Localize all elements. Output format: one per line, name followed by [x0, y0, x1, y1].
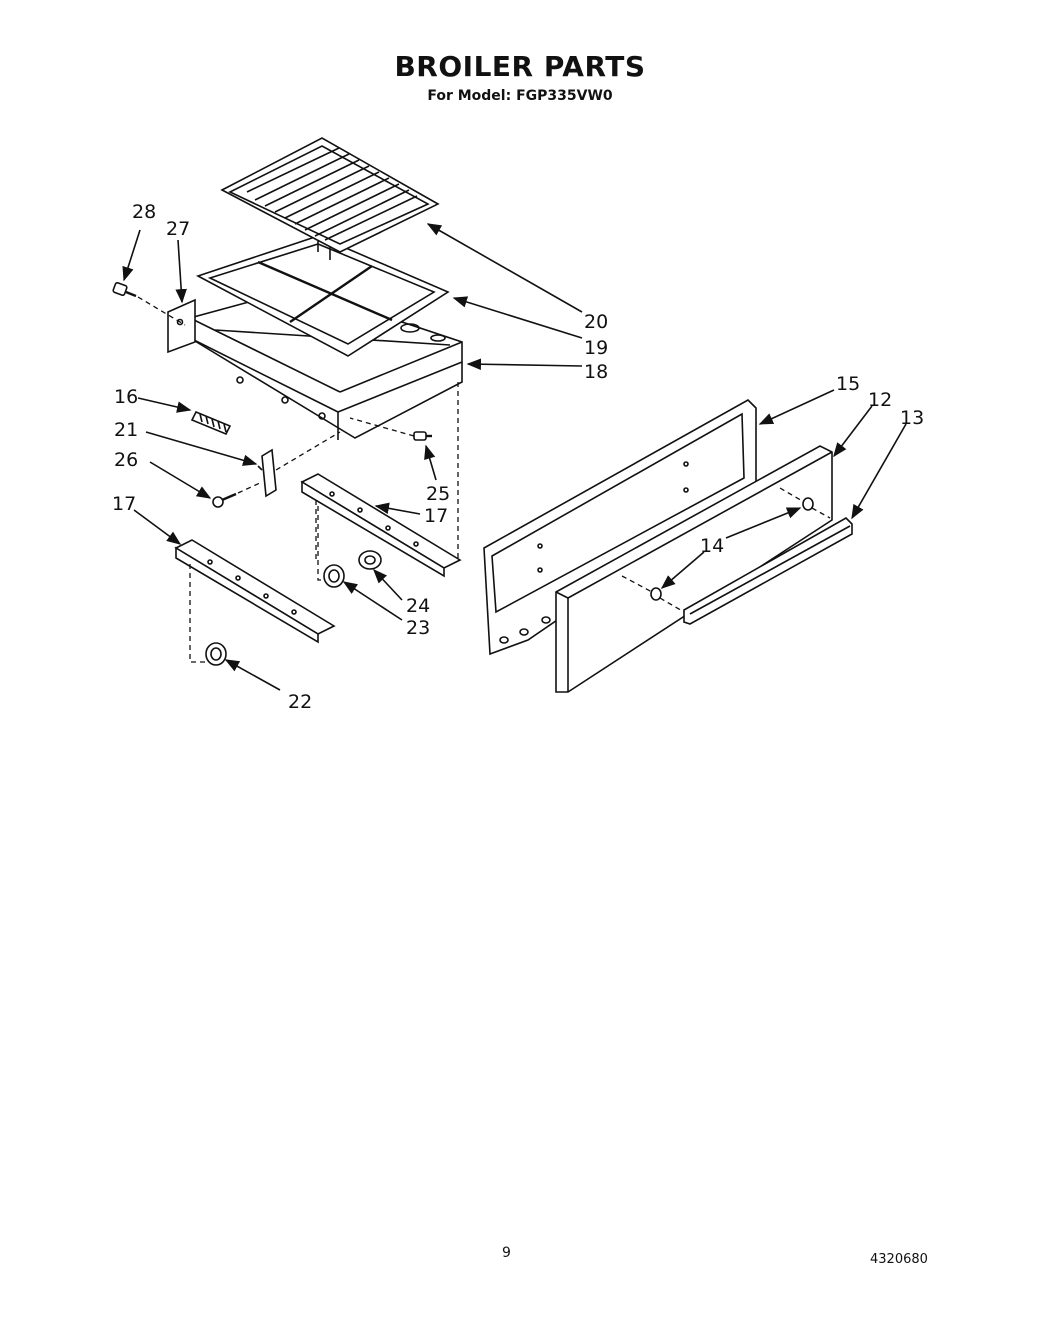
igniter-part-16 — [190, 410, 232, 436]
document-number: 4320680 — [870, 1252, 928, 1267]
door-handle-part-13 — [683, 517, 853, 625]
callout-21: 21 — [114, 419, 138, 441]
side-bracket-part-27 — [167, 298, 196, 354]
pan-insert-part-19 — [195, 235, 450, 357]
callout-24: 24 — [406, 595, 430, 617]
screws-part-14 — [621, 487, 831, 613]
callout-17-upper: 17 — [424, 505, 448, 527]
callout-26: 26 — [114, 449, 138, 471]
roller-part-23 — [323, 564, 345, 588]
callout-20: 20 — [584, 311, 608, 333]
callout-25: 25 — [426, 483, 450, 505]
callout-14: 14 — [700, 535, 724, 557]
callout-28: 28 — [132, 201, 156, 223]
callout-15: 15 — [836, 373, 860, 395]
model-subtitle: For Model: FGP335VW0 — [427, 88, 613, 104]
page-title: BROILER PARTS — [394, 50, 646, 83]
callout-16: 16 — [114, 386, 138, 408]
screw-part-26 — [212, 481, 263, 508]
leader-lines — [122, 223, 907, 691]
page-number: 9 — [502, 1245, 511, 1261]
callout-12: 12 — [868, 389, 892, 411]
callout-19: 19 — [584, 337, 608, 359]
bushing-part-24 — [317, 506, 382, 581]
clip-part-21 — [257, 431, 341, 498]
callout-17-lower: 17 — [112, 493, 136, 515]
broiler-grid-part-20 — [220, 137, 440, 253]
callout-18: 18 — [584, 361, 608, 383]
outer-door-panel-part-12 — [555, 445, 833, 693]
callout-27: 27 — [166, 218, 190, 240]
callout-22: 22 — [288, 691, 312, 713]
screw-part-25 — [349, 417, 432, 441]
slide-rail-part-17-lower — [174, 539, 336, 663]
roller-part-22 — [205, 642, 227, 666]
callout-13: 13 — [900, 407, 924, 429]
callout-23: 23 — [406, 617, 430, 639]
slide-rail-part-17-upper — [300, 382, 462, 578]
screw-part-28 — [112, 282, 186, 326]
